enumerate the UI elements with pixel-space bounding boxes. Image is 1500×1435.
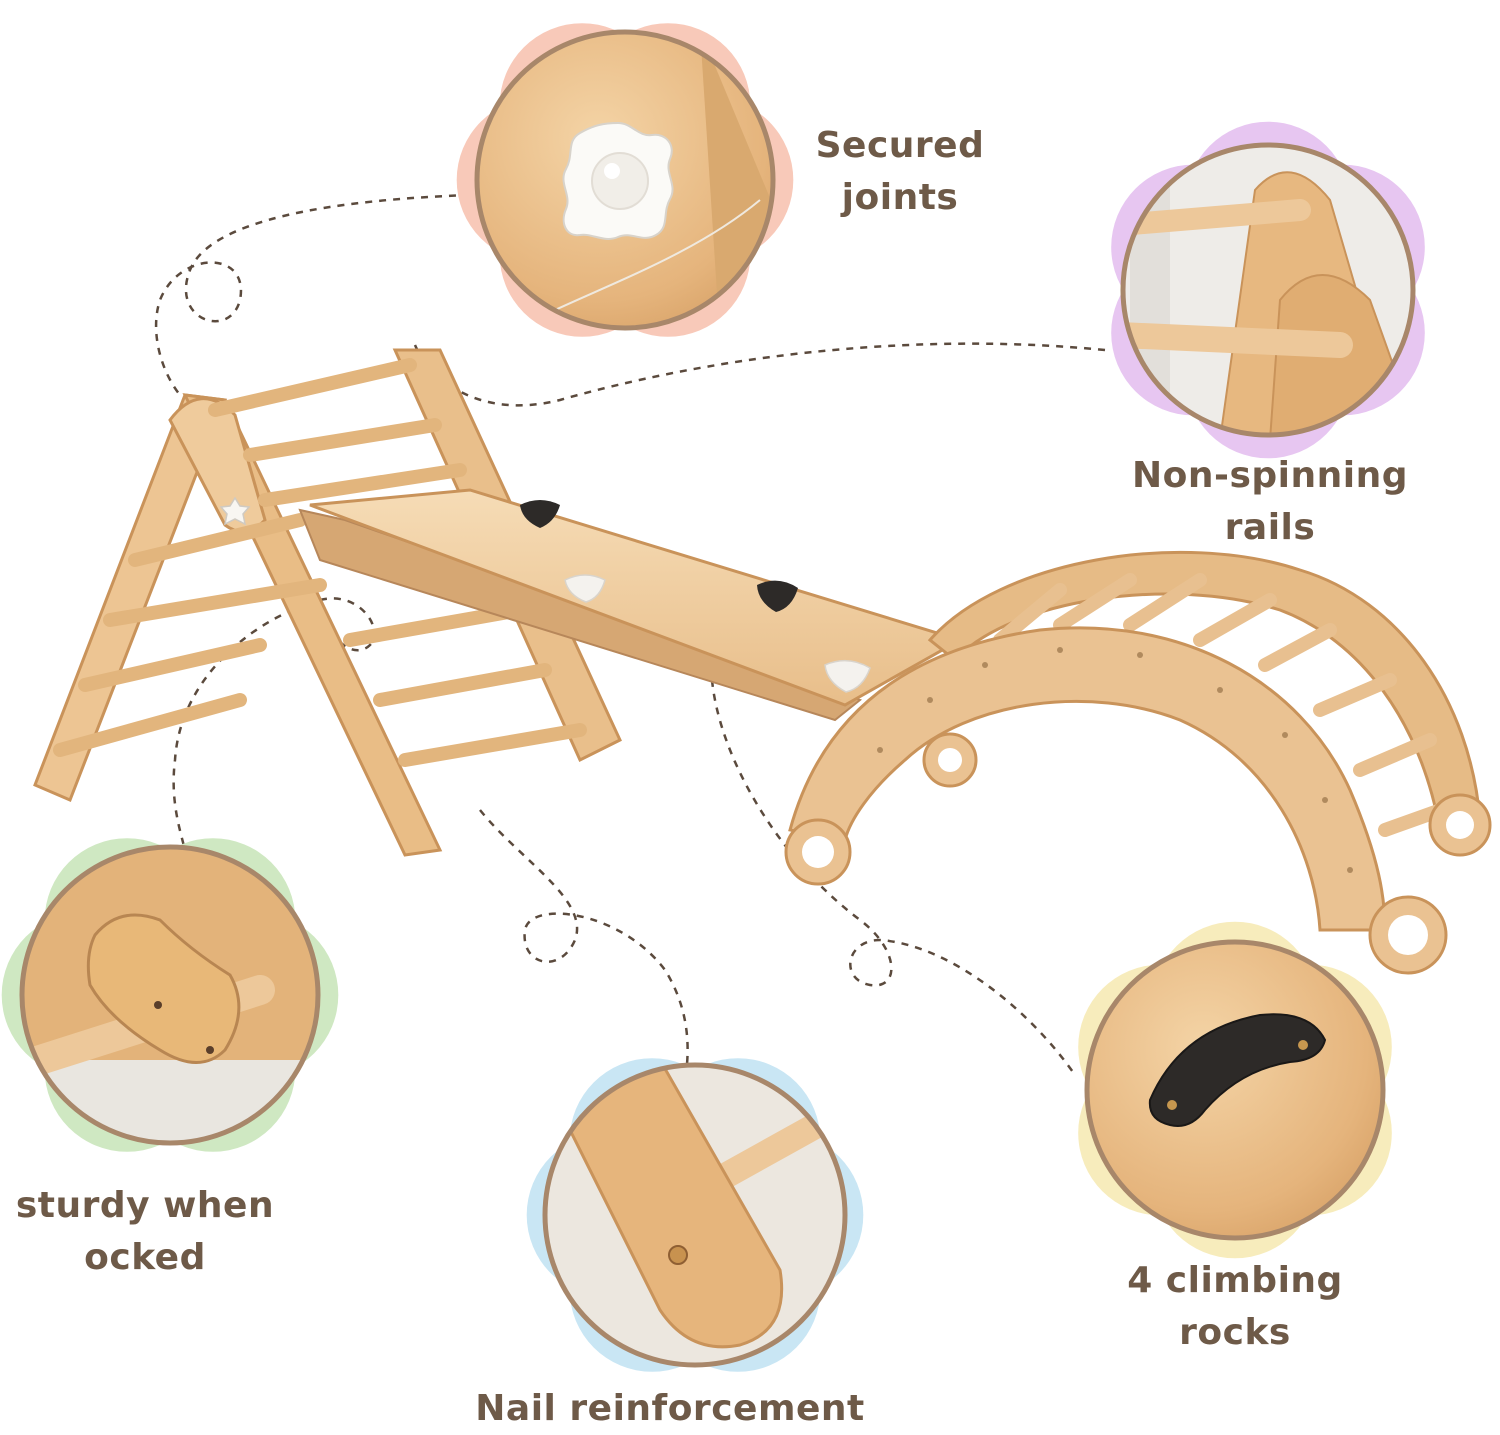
detail-secured-joints [474,29,776,331]
star-knob-icon [219,496,251,526]
feature-label-non-spinning-rails: Non-spinning rails [1132,455,1408,548]
detail-nail-reinforcement [542,1062,848,1368]
star-knob-icon [562,121,674,240]
feature-label-climbing-rocks: 4 climbing rocks [1127,1260,1343,1353]
connector-sturdy [172,597,376,851]
connector-rails [413,342,1106,407]
detail-climbing-rocks [1084,939,1386,1241]
detail-non-spinning-rails [1120,142,1416,438]
arch-rocker [784,550,1492,975]
detail-sturdy-locked [19,844,321,1146]
climbing-rock-icon [520,500,871,693]
feature-label-secured-joints: Secured joints [815,125,985,218]
climbing-rock-icon [1148,1013,1327,1127]
feature-label-nail-reinforcement: Nail reinforcement [475,1388,865,1429]
ramp-board [298,488,964,722]
connector-rocks [710,679,1077,1076]
ladder-triangle [33,348,622,857]
feature-label-sturdy: sturdy when ocked [15,1185,275,1278]
connector-joints [154,193,471,396]
connector-nail [479,809,689,1081]
